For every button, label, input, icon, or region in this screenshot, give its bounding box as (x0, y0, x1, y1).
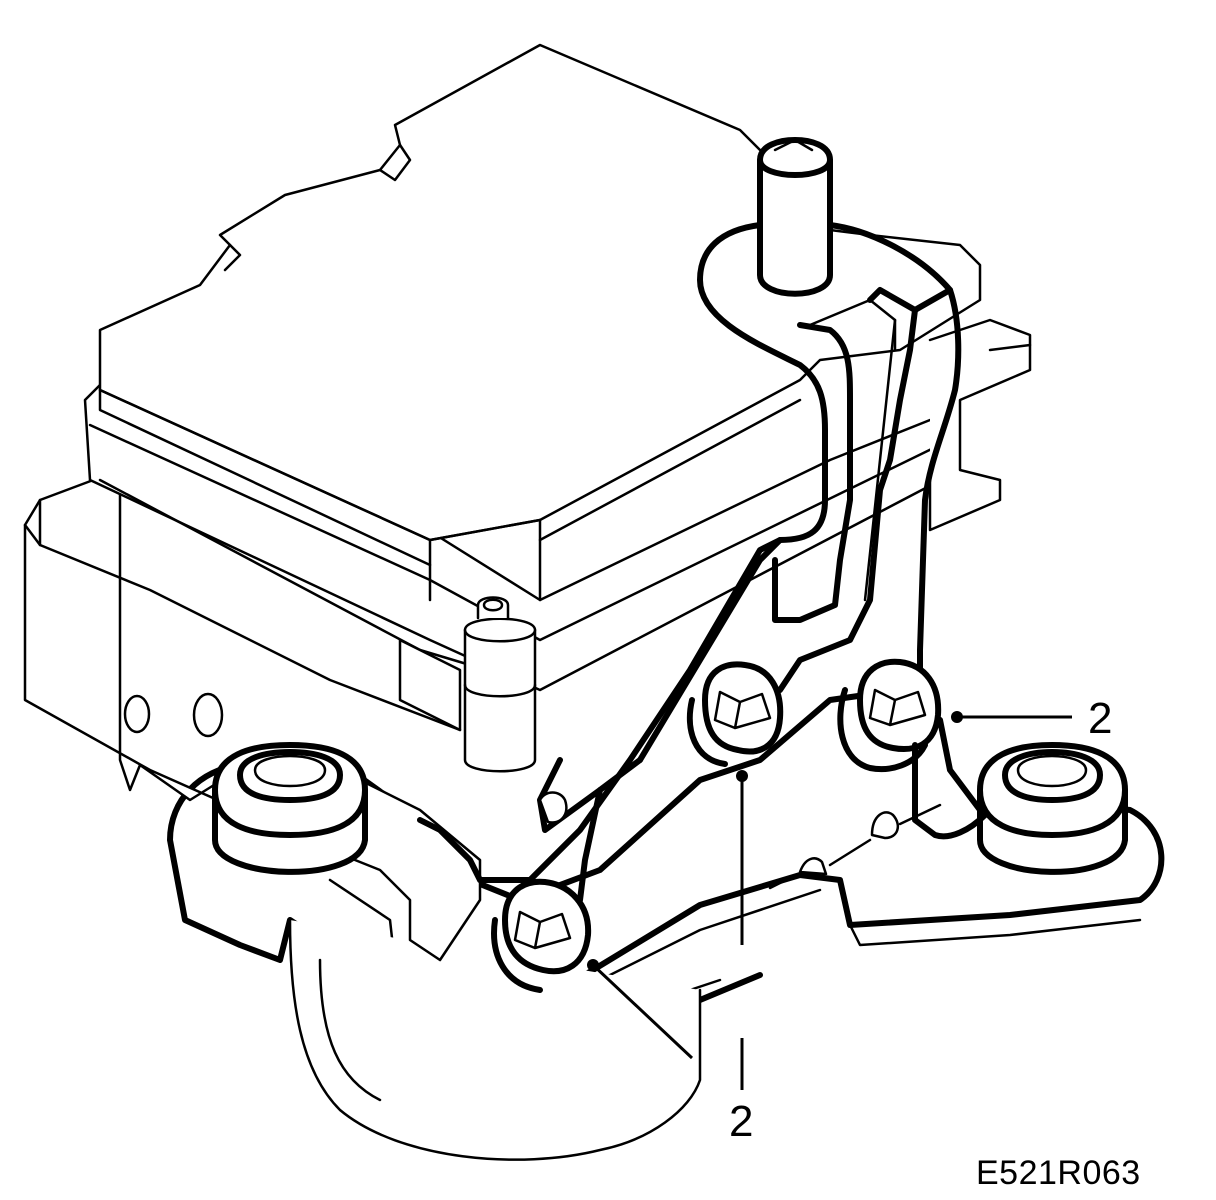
leader-line-left (591, 963, 694, 1060)
bolt-middle (686, 661, 784, 767)
port-hole-2 (192, 692, 224, 738)
ground-lead (912, 742, 988, 840)
callout-label-right: 2 (1088, 694, 1113, 743)
rubber-mount-left (212, 742, 368, 875)
housing-stud (463, 596, 537, 773)
drawing-code: E521R063 (976, 1154, 1141, 1192)
leader-lines (587, 711, 1072, 1090)
upper-bracket (417, 222, 962, 903)
bolt-left (491, 878, 592, 993)
rubber-mount-right (977, 742, 1128, 875)
callout-label-bottom: 2 (729, 1097, 754, 1146)
bolt-right (837, 658, 942, 773)
small-fastener (538, 791, 568, 824)
port-hole-1 (123, 694, 151, 734)
locating-pin (757, 137, 833, 297)
